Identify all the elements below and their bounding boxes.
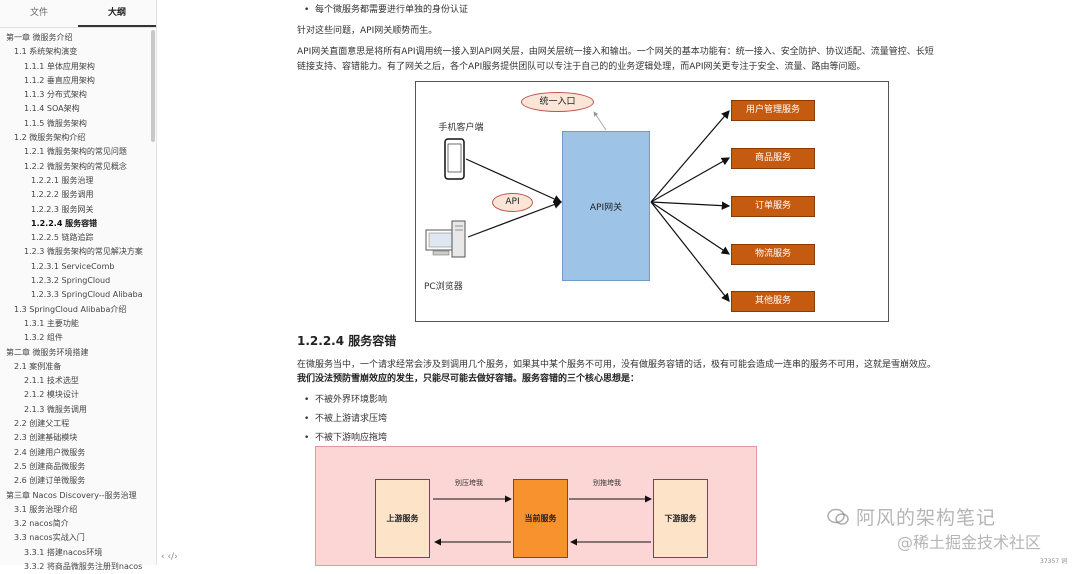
document-body: 每个微服务都需要进行单独的身份认证 针对这些问题，API网关顺势而生。 API网… bbox=[157, 0, 1080, 566]
outline-item[interactable]: 3.1 服务治理介绍 bbox=[14, 504, 78, 514]
phone-icon bbox=[444, 138, 465, 180]
outline-item[interactable]: 2.1.3 微服务调用 bbox=[24, 404, 87, 414]
section-heading: 1.2.2.4 服务容错 bbox=[297, 334, 397, 348]
mobile-client-label: 手机客户端 bbox=[438, 123, 484, 133]
outline-item[interactable]: 2.1.2 模块设计 bbox=[24, 390, 79, 400]
dont-crush-me-label: 别压垮我 bbox=[455, 479, 483, 487]
outline-item[interactable]: 2.5 创建商品微服务 bbox=[14, 461, 86, 471]
outline-item[interactable]: 1.2.2.2 服务调用 bbox=[31, 190, 94, 200]
service-box-logistics: 物流服务 bbox=[731, 244, 815, 265]
outline-item[interactable]: 1.2.2.1 服务治理 bbox=[31, 175, 94, 185]
service-box-user-management: 用户管理服务 bbox=[731, 100, 815, 121]
api-gateway-box: API网关 bbox=[562, 131, 650, 281]
outline-item[interactable]: 第一章 微服务介绍 bbox=[6, 33, 73, 42]
paragraph-bold: 我们没法预防雪崩效应的发生，只能尽可能去做好容错。服务容错的三个核心思想是： bbox=[297, 374, 640, 384]
unified-entry-ellipse: 统一入口 bbox=[521, 92, 594, 112]
bottom-toolbar[interactable]: ‹ ‹/› bbox=[161, 552, 178, 562]
outline-item[interactable]: 1.2.3.2 SpringCloud bbox=[31, 276, 111, 286]
outline-item[interactable]: 1.1.2 垂直应用架构 bbox=[24, 75, 95, 85]
outline-item[interactable]: 1.2.2 微服务架构的常见概念 bbox=[24, 161, 127, 171]
outline-item[interactable]: 1.2.2.5 链路追踪 bbox=[31, 233, 94, 243]
current-service-box: 当前服务 bbox=[513, 479, 568, 558]
outline-item[interactable]: 第三章 Nacos Discovery--服务治理 bbox=[6, 490, 137, 500]
outline-item[interactable]: 1.3.2 组件 bbox=[24, 333, 63, 343]
api-gateway-diagram: 统一入口 手机客户端 API API网关 PC浏览器 用户管理服务 商品服务 订… bbox=[415, 81, 889, 322]
outline-item[interactable]: 1.3.1 主要功能 bbox=[24, 318, 79, 328]
upstream-service-box: 上游服务 bbox=[375, 479, 430, 558]
list-item: 不被外界环境影响 bbox=[304, 393, 387, 407]
outline-item[interactable]: 1.2.3 微服务架构的常见解决方案 bbox=[24, 247, 143, 257]
outline-item[interactable]: 3.3.2 将商品微服务注册到nacos bbox=[24, 561, 143, 571]
outline-item[interactable]: 1.2.3.3 SpringCloud Alibaba bbox=[31, 290, 143, 300]
computer-icon bbox=[425, 220, 466, 258]
diagram-connectors bbox=[425, 110, 731, 302]
service-box-product: 商品服务 bbox=[731, 148, 815, 169]
word-count: 37357 词 bbox=[1040, 558, 1067, 565]
fault-tolerance-diagram: 上游服务 当前服务 下游服务 别压垮我 别拖垮我 bbox=[315, 446, 757, 566]
list-item: 不被上游请求压垮 bbox=[304, 412, 387, 426]
outline-item[interactable]: 2.4 创建用户微服务 bbox=[14, 447, 86, 457]
paragraph: 链接支持、容错能力。有了网关之后，各个API服务提供团队可以专注于自己的的业务逻… bbox=[297, 62, 866, 72]
outline-item[interactable]: 1.1.5 微服务架构 bbox=[24, 118, 87, 128]
outline-item[interactable]: 1.2.3.1 ServiceComb bbox=[31, 261, 115, 271]
sidebar: 文件 大纲 第一章 微服务介绍 1.1 系统架构演变 1.1.1 单体应用架构 1.1… bbox=[0, 0, 157, 571]
outline-item[interactable]: 2.6 创建订单微服务 bbox=[14, 476, 86, 486]
outline-item[interactable]: 1.1.3 分布式架构 bbox=[24, 90, 87, 100]
tab-outline[interactable]: 大纲 bbox=[78, 0, 156, 27]
sidebar-scrollbar[interactable] bbox=[151, 30, 155, 142]
outline-item[interactable]: 1.2 微服务架构介绍 bbox=[14, 133, 86, 143]
outline-item[interactable]: 3.3.1 搭建nacos环境 bbox=[24, 547, 103, 557]
pc-browser-label: PC浏览器 bbox=[424, 282, 463, 292]
outline-item[interactable]: 1.1.4 SOA架构 bbox=[24, 104, 80, 114]
service-box-other: 其他服务 bbox=[731, 291, 815, 312]
watermark-text: 阿风的架构笔记 bbox=[856, 507, 997, 529]
outline-item[interactable]: 1.3 SpringCloud Alibaba介绍 bbox=[14, 304, 127, 314]
outline-item[interactable]: 第二章 微服务环境搭建 bbox=[6, 347, 89, 357]
outline-item[interactable]: 2.3 创建基础模块 bbox=[14, 433, 78, 443]
outline-item[interactable]: 3.3 nacos实战入门 bbox=[14, 533, 85, 543]
downstream-service-box: 下游服务 bbox=[653, 479, 708, 558]
outline-item[interactable]: 3.2 nacos简介 bbox=[14, 519, 69, 529]
paragraph: API网关直面意思是将所有API调用统一接入到API网关层，由网关层统一接入和输… bbox=[297, 47, 934, 57]
outline-item[interactable]: 2.1 案例准备 bbox=[14, 361, 62, 371]
list-item: 每个微服务都需要进行单独的身份认证 bbox=[304, 3, 468, 17]
wechat-icon bbox=[827, 508, 849, 526]
tab-files[interactable]: 文件 bbox=[29, 8, 48, 18]
watermark-secondary: @稀土掘金技术社区 bbox=[897, 533, 1042, 552]
outline-item[interactable]: 2.1.1 技术选型 bbox=[24, 376, 79, 386]
list-item: 不被下游响应拖垮 bbox=[304, 431, 387, 445]
dont-drag-me-label: 别拖垮我 bbox=[593, 479, 621, 487]
api-ellipse: API bbox=[492, 193, 533, 212]
diagram-arrows bbox=[433, 495, 652, 546]
watermark-primary: 阿风的架构笔记 bbox=[827, 503, 996, 530]
service-box-order: 订单服务 bbox=[731, 196, 815, 217]
outline-item[interactable]: 1.2.2.4 服务容错 bbox=[31, 218, 98, 228]
paragraph: 在微服务当中，一个请求经常会涉及到调用几个服务，如果其中某个服务不可用，没有做服… bbox=[297, 360, 937, 370]
outline-item[interactable]: 1.1.1 单体应用架构 bbox=[24, 61, 95, 71]
outline-item[interactable]: 1.1 系统架构演变 bbox=[14, 47, 78, 57]
paragraph: 针对这些问题，API网关顺势而生。 bbox=[297, 26, 438, 36]
outline-item[interactable]: 2.2 创建父工程 bbox=[14, 419, 70, 429]
outline-item[interactable]: 1.2.2.3 服务网关 bbox=[31, 204, 94, 214]
outline-item[interactable]: 1.2.1 微服务架构的常见问题 bbox=[24, 147, 127, 157]
sidebar-tabs: 文件 大纲 bbox=[0, 0, 156, 28]
outline-list: 第一章 微服务介绍 1.1 系统架构演变 1.1.1 单体应用架构 1.1.2 垂直应… bbox=[0, 31, 150, 574]
